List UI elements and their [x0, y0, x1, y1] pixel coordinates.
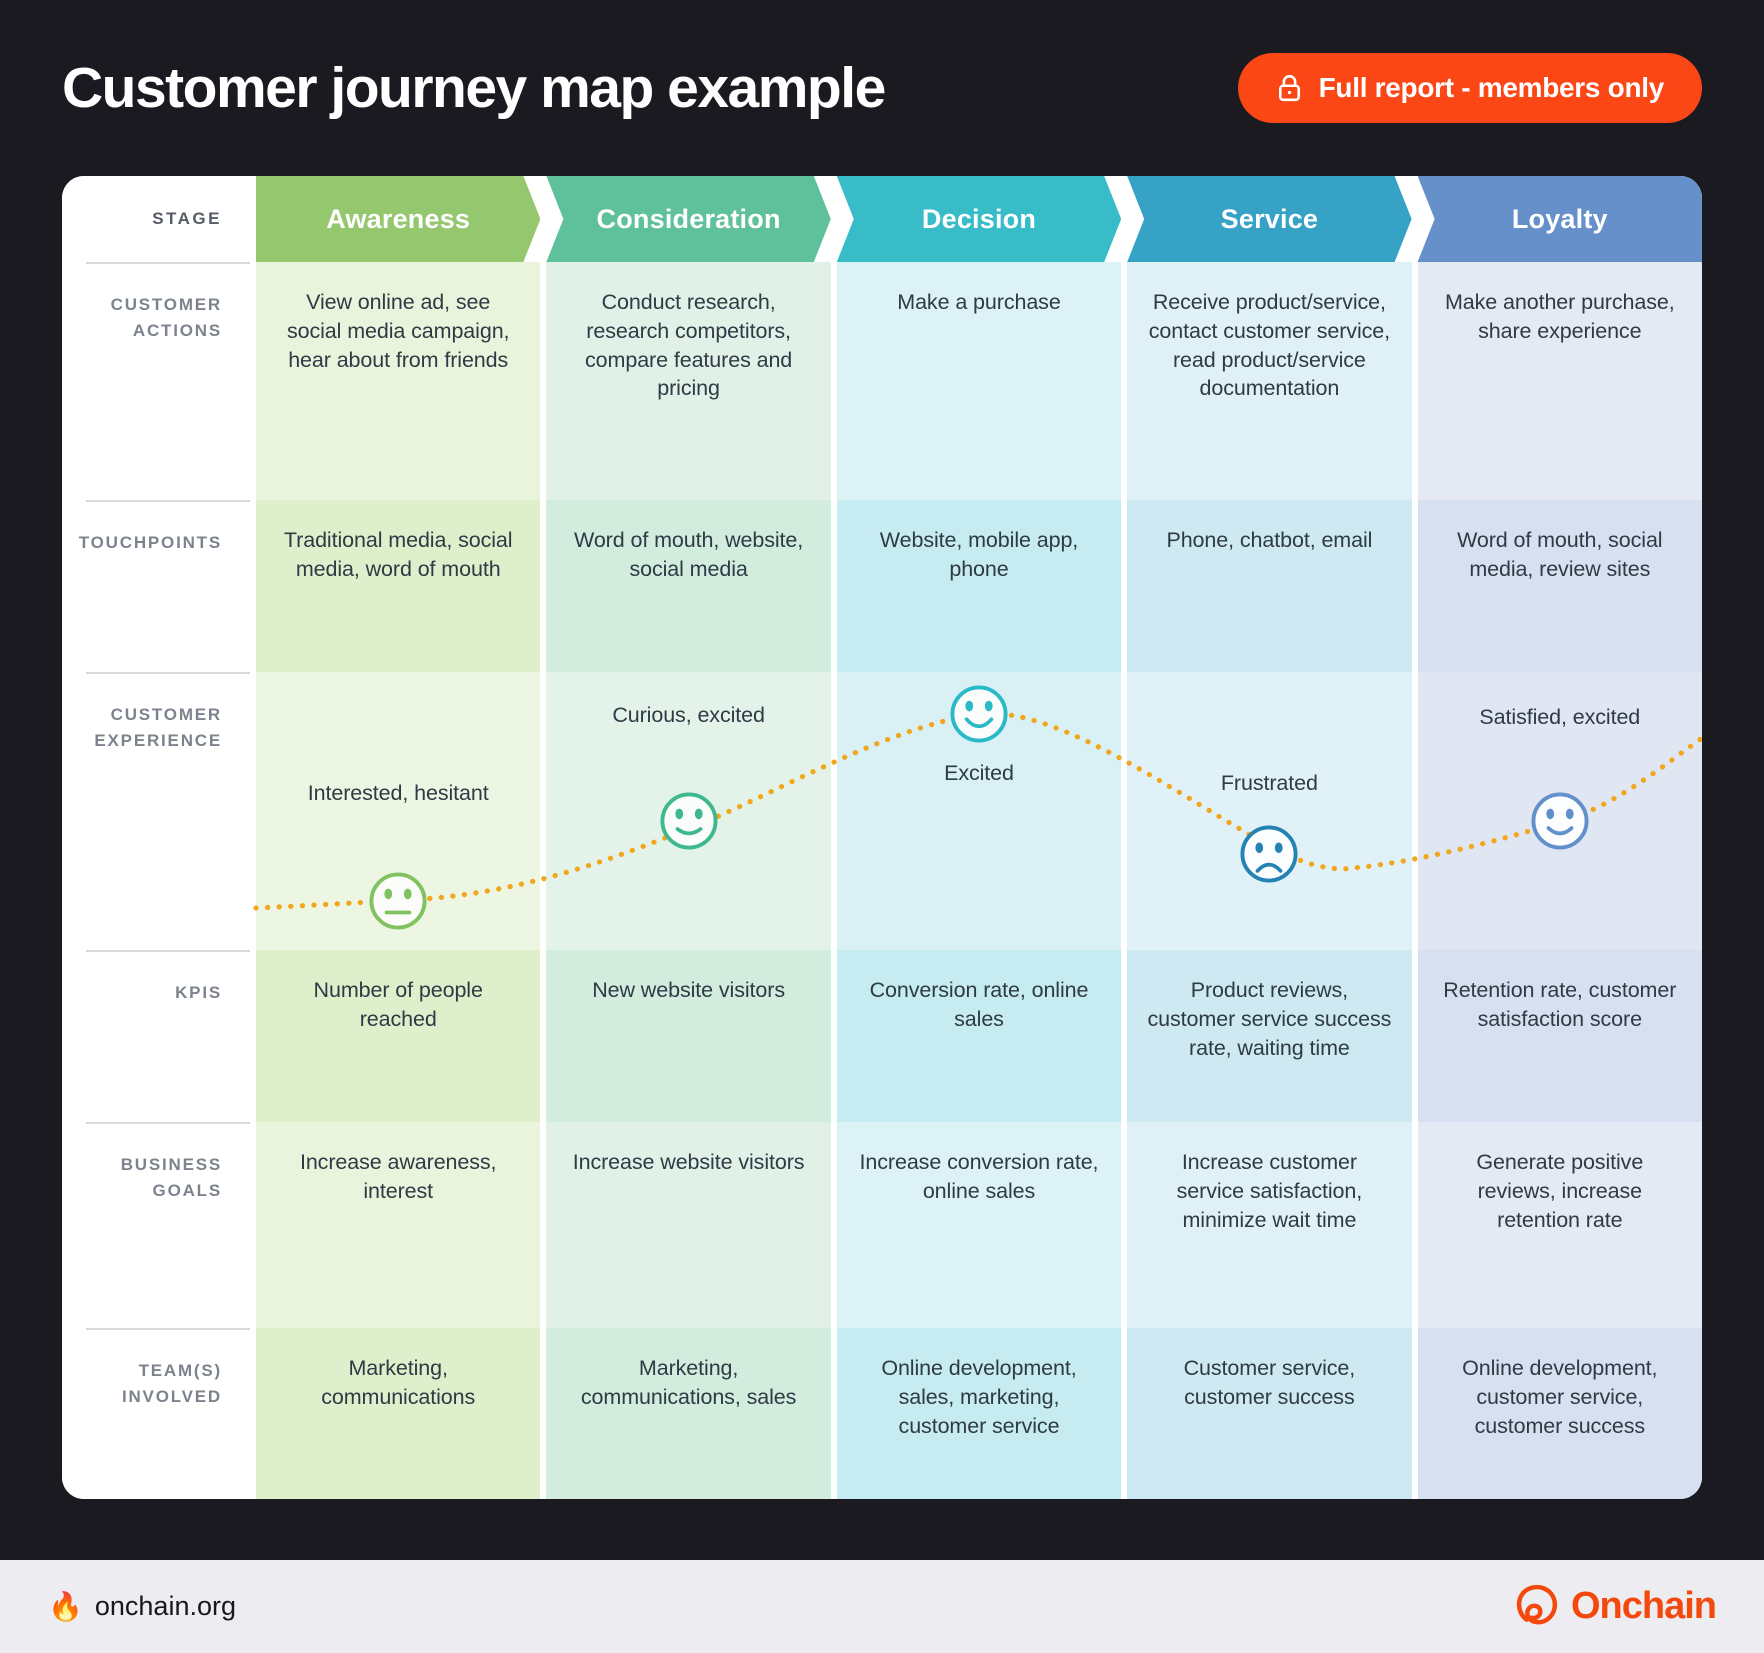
page-title: Customer journey map example — [62, 56, 886, 120]
smile-face-icon — [1529, 790, 1591, 852]
cell-teams-decision: Online development, sales, marketing, cu… — [836, 1328, 1122, 1499]
lock-icon — [1276, 73, 1303, 103]
mood-label: Interested, hesitant — [307, 781, 489, 805]
row-label-business-goals: BUSINESS GOALS — [62, 1122, 250, 1328]
stage-header-awareness: Awareness — [256, 176, 540, 262]
mood-label: Satisfied, excited — [1479, 705, 1641, 729]
mood-label: Excited — [944, 761, 1014, 785]
full-report-button-label: Full report - members only — [1318, 72, 1665, 103]
cell-kpis-decision: Conversion rate, online sales — [836, 950, 1122, 1122]
journey-map-card: STAGE Awareness Consideration Decision S… — [62, 176, 1702, 1499]
page-header: Customer journey map example Full report… — [0, 0, 1764, 176]
cell-teams-service: Customer service, customer success — [1127, 1328, 1412, 1499]
cell-actions-loyalty: Make another purchase, share experience — [1417, 262, 1702, 500]
stage-header-decision: Decision — [837, 176, 1121, 262]
cell-teams-awareness: Marketing, communications — [256, 1328, 541, 1499]
cell-actions-consideration: Conduct research, research competitors, … — [546, 262, 831, 500]
cell-goals-awareness: Increase awareness, interest — [256, 1122, 541, 1328]
footer-site-link[interactable]: 🔥 onchain.org — [48, 1591, 236, 1622]
mood-label: Curious, excited — [612, 703, 765, 727]
big-smile-face-icon — [948, 683, 1010, 745]
row-label-kpis: KPIS — [62, 950, 250, 1122]
cell-goals-service: Increase customer service satisfaction, … — [1127, 1122, 1412, 1328]
cell-kpis-loyalty: Retention rate, customer satisfaction sc… — [1417, 950, 1702, 1122]
cell-touchpoints-loyalty: Word of mouth, social media, review site… — [1417, 500, 1702, 672]
cell-touchpoints-awareness: Traditional media, social media, word of… — [256, 500, 541, 672]
cell-experience-service: Frustrated — [1127, 672, 1412, 950]
footer-site-label: onchain.org — [94, 1591, 236, 1621]
row-label-touchpoints: TOUCHPOINTS — [62, 500, 250, 672]
fire-icon: 🔥 — [48, 1590, 83, 1622]
onchain-logo[interactable]: Onchain — [1511, 1579, 1717, 1634]
cell-experience-consideration: Curious, excited — [546, 672, 831, 950]
cell-kpis-awareness: Number of people reached — [256, 950, 541, 1122]
footer-bar: 🔥 onchain.org Onchain — [0, 1560, 1764, 1653]
cell-touchpoints-consideration: Word of mouth, website, social media — [546, 500, 831, 672]
stage-header-loyalty: Loyalty — [1417, 176, 1702, 262]
stage-header-service: Service — [1127, 176, 1411, 262]
cell-experience-decision: Excited — [836, 672, 1122, 950]
row-label-customer-experience: CUSTOMER EXPERIENCE — [62, 672, 250, 950]
cell-actions-decision: Make a purchase — [836, 262, 1122, 500]
cell-touchpoints-service: Phone, chatbot, email — [1127, 500, 1412, 672]
row-label-customer-actions: CUSTOMER ACTIONS — [62, 262, 250, 500]
stage-header-consideration: Consideration — [546, 176, 830, 262]
onchain-logo-wordmark: Onchain — [1570, 1585, 1717, 1627]
cell-kpis-service: Product reviews, customer service succes… — [1127, 950, 1412, 1122]
full-report-button[interactable]: Full report - members only — [1237, 53, 1702, 123]
cell-goals-consideration: Increase website visitors — [546, 1122, 831, 1328]
cell-actions-service: Receive product/service, contact custome… — [1127, 262, 1412, 500]
cell-touchpoints-decision: Website, mobile app, phone — [836, 500, 1122, 672]
row-label-teams-involved: TEAM(S) INVOLVED — [62, 1328, 250, 1499]
mood-label: Frustrated — [1220, 771, 1318, 795]
journey-map-table: STAGE Awareness Consideration Decision S… — [62, 176, 1702, 1499]
cell-actions-awareness: View online ad, see social media campaig… — [256, 262, 541, 500]
cell-kpis-consideration: New website visitors — [546, 950, 831, 1122]
onchain-knot-icon — [1511, 1579, 1561, 1634]
cell-teams-consideration: Marketing, communications, sales — [546, 1328, 831, 1499]
neutral-face-icon — [367, 870, 429, 932]
cell-teams-loyalty: Online development, customer service, cu… — [1417, 1328, 1702, 1499]
cell-experience-awareness: Interested, hesitant — [256, 672, 541, 950]
slight-smile-face-icon — [658, 790, 720, 852]
cell-goals-decision: Increase conversion rate, online sales — [836, 1122, 1122, 1328]
cell-goals-loyalty: Generate positive reviews, increase rete… — [1417, 1122, 1702, 1328]
cell-experience-loyalty: Satisfied, excited — [1417, 672, 1702, 950]
frown-face-icon — [1238, 823, 1300, 885]
stage-column-header: STAGE — [152, 209, 222, 228]
